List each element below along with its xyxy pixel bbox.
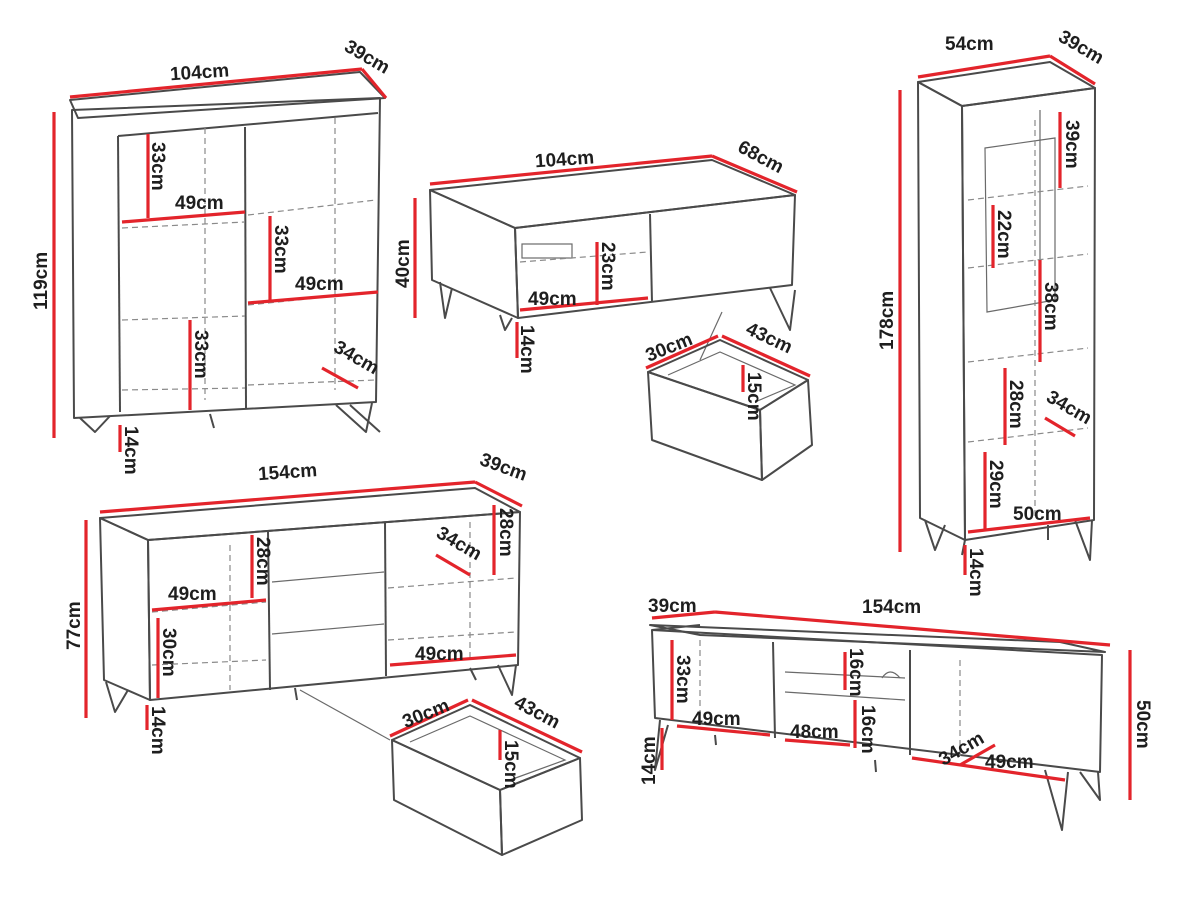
dim-height: 178cm [877,291,898,350]
dim-inner-width: 50cm [1013,504,1062,525]
dim-shelf-height: 33cm [672,655,693,704]
dim-shelf-height: 33cm [190,330,211,379]
dim-shelf-height: 33cm [147,142,168,191]
dim-shelf-width: 49cm [295,274,344,295]
dim-drawer-width: 49cm [528,289,577,310]
dim-shelf-width: 48cm [790,722,839,743]
dim-shelf-width: 49cm [175,193,224,214]
dim-shelf-height: 28cm [495,508,516,557]
dim-drawer-depth: 30cm [643,329,696,367]
dim-width: 154cm [862,597,921,618]
dim-leg-height: 14cm [639,736,660,785]
dim-drawer-height: 15cm [500,740,521,789]
tall-cabinet-drawing [898,54,1096,575]
dim-leg-height: 14cm [120,426,141,475]
dim-depth: 39cm [477,449,530,485]
tv-stand-drawing [649,610,1132,831]
dim-glass-shelf-height: 22cm [993,210,1014,259]
dim-shelf-width: 49cm [985,752,1034,773]
coffee-table-labels: 104cm 68cm 40cm 23cm 49cm 14cm 30cm 43cm… [393,137,795,421]
sideboard-labels: 154cm 39cm 77cm 28cm 49cm 30cm 34cm 28cm… [64,449,563,788]
dim-shelf-width: 49cm [415,644,464,665]
dim-drawer-inner-height: 15cm [743,372,764,421]
dim-depth: 39cm [648,596,697,617]
dim-height: 77cm [64,601,85,650]
dim-glass-shelf-height: 39cm [1061,120,1082,169]
dim-shelf-height: 38cm [1040,282,1061,331]
dim-shelf-height: 16cm [857,705,878,754]
dim-width: 54cm [945,34,994,55]
coffee-table-drawing [413,154,813,481]
dim-height: 119cm [31,252,52,310]
tv-stand-labels: 39cm 154cm 33cm 16cm 49cm 48cm 16cm 34cm… [639,596,1153,785]
dim-shelf-width: 49cm [692,709,741,730]
dim-leg-height: 14cm [516,325,537,374]
dim-shelf-height: 30cm [158,628,179,677]
dim-leg-height: 14cm [147,706,168,755]
dim-height: 40cm [393,239,414,288]
dim-shelf-height: 29cm [985,460,1006,509]
dim-width: 104cm [534,147,594,172]
dim-leg-height: 14cm [965,548,986,597]
dim-shelf-height: 28cm [1005,380,1026,429]
dim-height: 50cm [1132,700,1153,749]
dim-width: 104cm [169,60,229,85]
dim-drawer-height: 23cm [597,242,618,291]
dim-width: 154cm [257,460,317,485]
dim-shelf-width: 49cm [168,584,217,605]
dim-shelf-height: 33cm [270,225,291,274]
highboard-drawing [52,67,388,452]
dim-inner-depth: 34cm [330,337,383,379]
dim-shelf-height: 28cm [252,537,273,586]
sideboard-drawing [84,480,583,856]
dim-shelf-height: 16cm [845,648,866,697]
